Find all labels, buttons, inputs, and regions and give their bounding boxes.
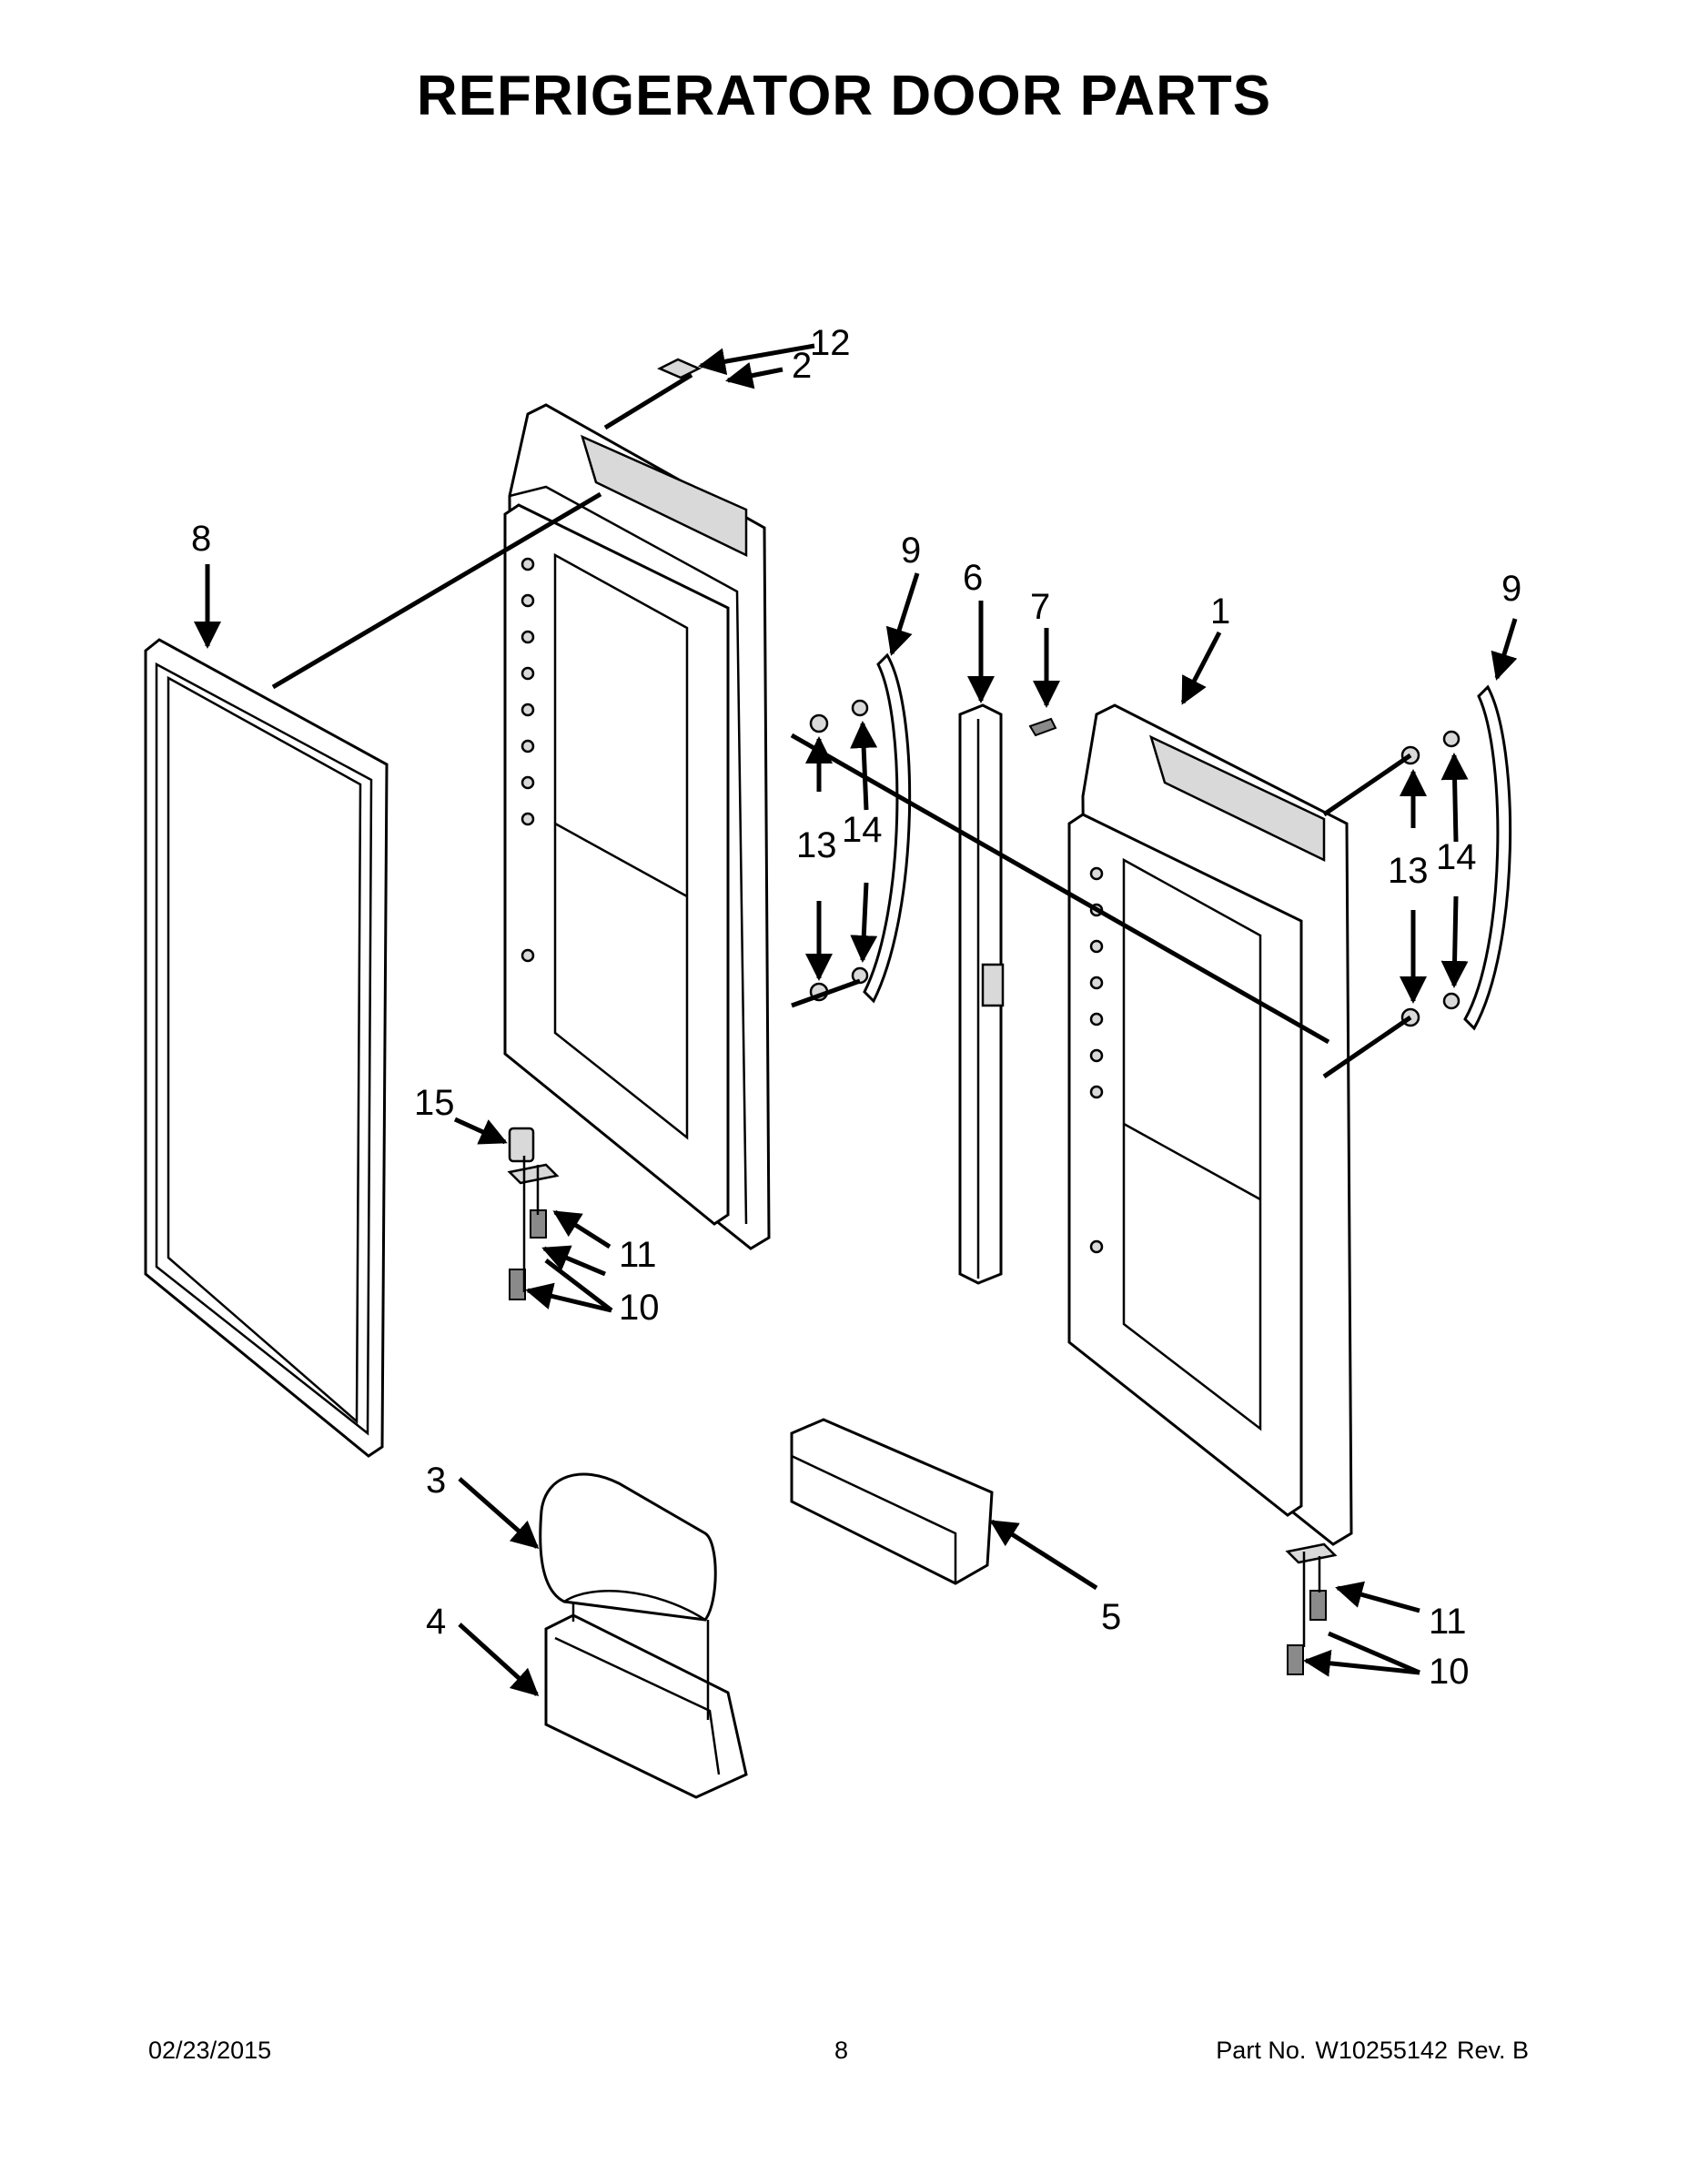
page-title: REFRIGERATOR DOOR PARTS [416, 65, 1272, 127]
door-gasket-part-8 [144, 638, 389, 1458]
callout-15: 15 [414, 1083, 455, 1123]
callout-12: 12 [810, 323, 851, 363]
door-bin-part-5 [790, 1418, 994, 1585]
part-label: Part No. [1216, 2037, 1307, 2064]
callout-11-right: 11 [1429, 1602, 1467, 1642]
handle-part-9-left [863, 652, 912, 1004]
callout-14-left: 14 [842, 810, 883, 850]
hinge-hardware-left [507, 1127, 560, 1300]
callout-4: 4 [426, 1602, 446, 1642]
callout-10-left: 10 [619, 1288, 660, 1328]
footer-part-number: Part No. W10255142 Rev. B [1207, 2037, 1529, 2065]
shelf-notches-left [521, 557, 535, 963]
callout-10-right: 10 [1429, 1652, 1470, 1692]
callout-1: 1 [1210, 592, 1230, 632]
footer-page-number: 8 [834, 2037, 849, 2064]
revision: Rev. B [1456, 2037, 1529, 2064]
part-number: W10255142 [1315, 2037, 1448, 2064]
left-door-part-2 [503, 403, 771, 1250]
callout-6: 6 [963, 558, 983, 598]
hinge-hardware-right [1285, 1542, 1338, 1675]
leader-lines [194, 343, 1518, 1720]
mullion-part-6 [958, 703, 1005, 1285]
callout-3: 3 [426, 1461, 446, 1501]
callout-13-left: 13 [796, 825, 837, 865]
clip-part-12 [657, 358, 702, 379]
callout-5: 5 [1101, 1597, 1121, 1637]
dairy-door-part-3 [539, 1472, 717, 1622]
right-door-part-1 [1067, 703, 1353, 1546]
dairy-bin-part-4 [544, 1613, 748, 1799]
callout-8: 8 [191, 519, 211, 559]
callout-11-left: 11 [619, 1235, 657, 1275]
callout-labels: 12 2 8 9 6 7 1 9 13 14 13 14 15 11 10 11… [191, 323, 1521, 1692]
callout-13-right: 13 [1388, 851, 1429, 891]
footer-date: 02/23/2015 [148, 2037, 272, 2064]
callout-2: 2 [792, 346, 812, 386]
callout-7: 7 [1030, 587, 1050, 627]
callout-9-left: 9 [901, 531, 921, 571]
handle-part-9-right [1463, 684, 1512, 1031]
callout-9-right: 9 [1501, 569, 1521, 609]
callout-14-right: 14 [1436, 837, 1477, 877]
screw-part-7 [1028, 717, 1057, 737]
